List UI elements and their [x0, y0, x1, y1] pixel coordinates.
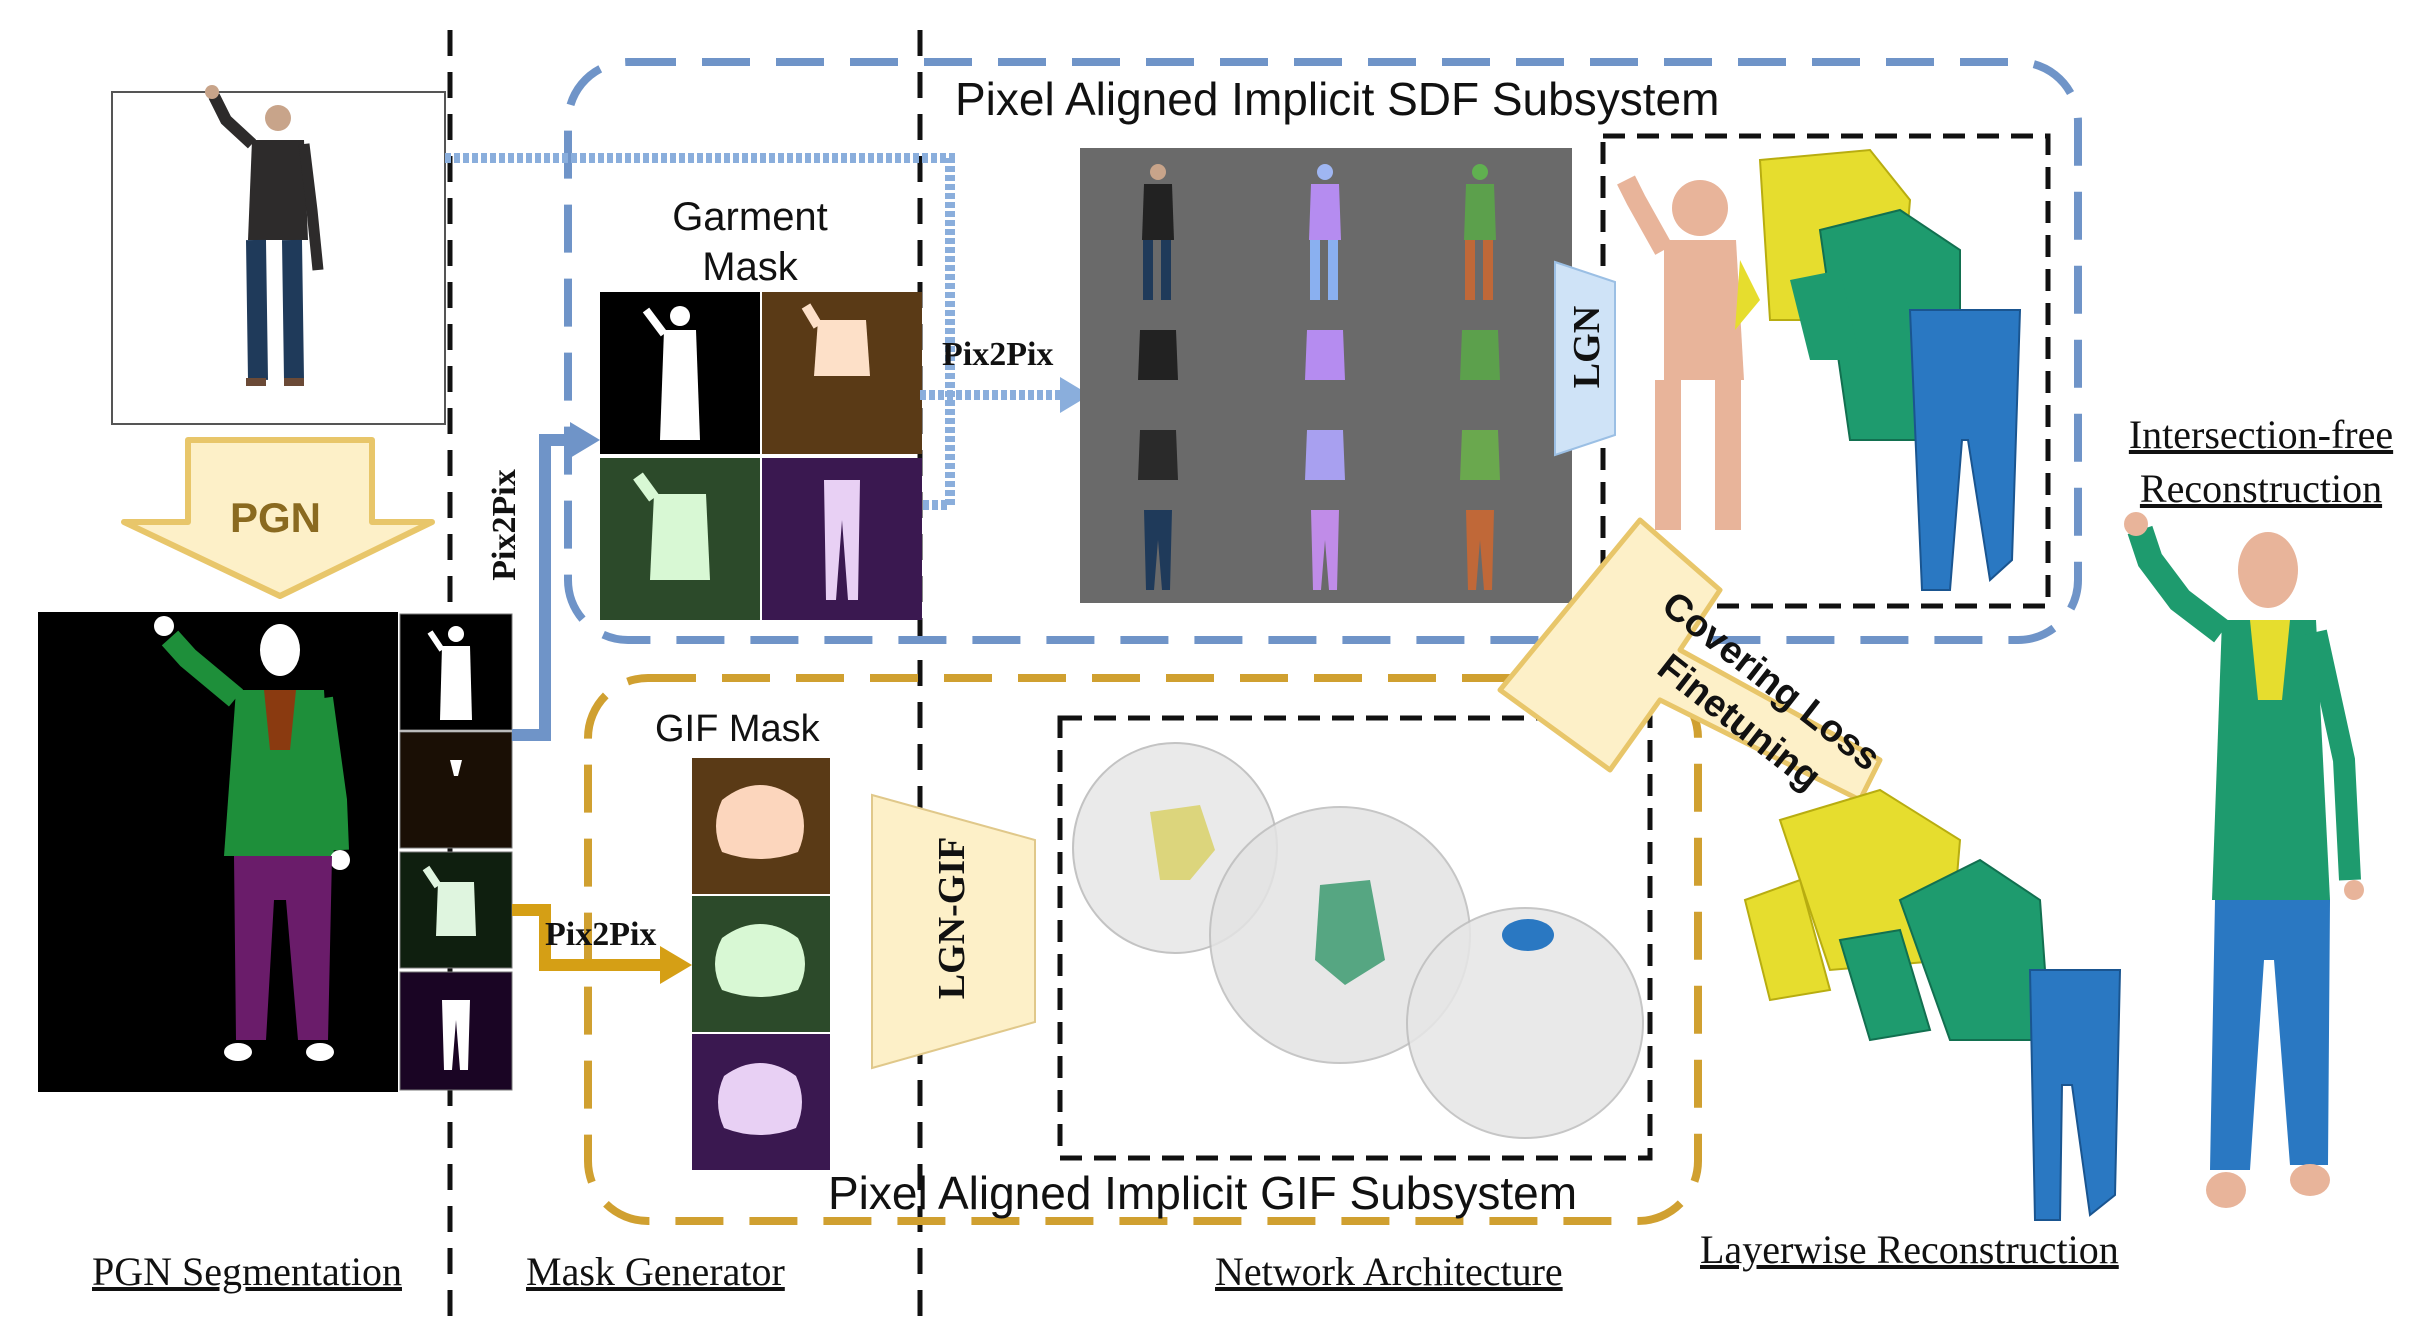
lgn-gif-label: LGN-GIF: [931, 836, 973, 1000]
network-architecture-caption: Network Architecture: [1215, 1249, 1563, 1294]
gif-subsystem-box: [584, 674, 1702, 1225]
pgn-tile-upper: [399, 731, 513, 849]
pgn-arrow: [121, 437, 435, 599]
pgn-tile-pants: [399, 971, 513, 1091]
render-grid-figures: [1138, 164, 1500, 590]
input-person: [205, 85, 324, 386]
pix2pix-bottom-label: Pix2Pix: [545, 916, 657, 953]
gif-output-frame: [1057, 715, 1653, 1161]
mask-generator-caption: Mask Generator: [526, 1249, 785, 1294]
lgn-block: [1554, 260, 1616, 457]
intersection-free-caption: Intersection-free Reconstruction: [2128, 412, 2394, 511]
lgn-label: LGN: [1566, 305, 1608, 389]
pix2pix-top-label: Pix2Pix: [942, 336, 1054, 373]
lgn-output-figure: [1617, 148, 2022, 591]
arrow-input-to-sdf: [445, 153, 955, 510]
layerwise-caption: Layerwise Reconstruction: [1700, 1227, 2119, 1272]
arrow-seg-to-gif: [512, 904, 660, 971]
arrow-seg-to-mask: [512, 434, 575, 741]
pgn-label: PGN: [230, 494, 322, 541]
pgn-seg-person: [154, 616, 350, 1061]
lgn-gif-block: [871, 793, 1036, 1070]
lgn-output-frame: [1600, 133, 2051, 609]
final-figure: [2124, 512, 2364, 1208]
pgn-segmentation-caption: PGN Segmentation: [92, 1249, 402, 1294]
sdf-subsystem-box: [564, 58, 2082, 644]
gif-output-spheres: [1072, 742, 1644, 1139]
gif-subsystem-title: Pixel Aligned Implicit GIF Subsystem: [828, 1167, 1578, 1219]
pix2pix-vertical-label: Pix2Pix: [486, 469, 523, 581]
gif-mask-label: GIF Mask: [655, 708, 820, 750]
sdf-subsystem-title: Pixel Aligned Implicit SDF Subsystem: [955, 73, 1720, 125]
layerwise-garments: [1743, 788, 2122, 1221]
garment-mask-label: Garment Mask: [672, 195, 828, 289]
